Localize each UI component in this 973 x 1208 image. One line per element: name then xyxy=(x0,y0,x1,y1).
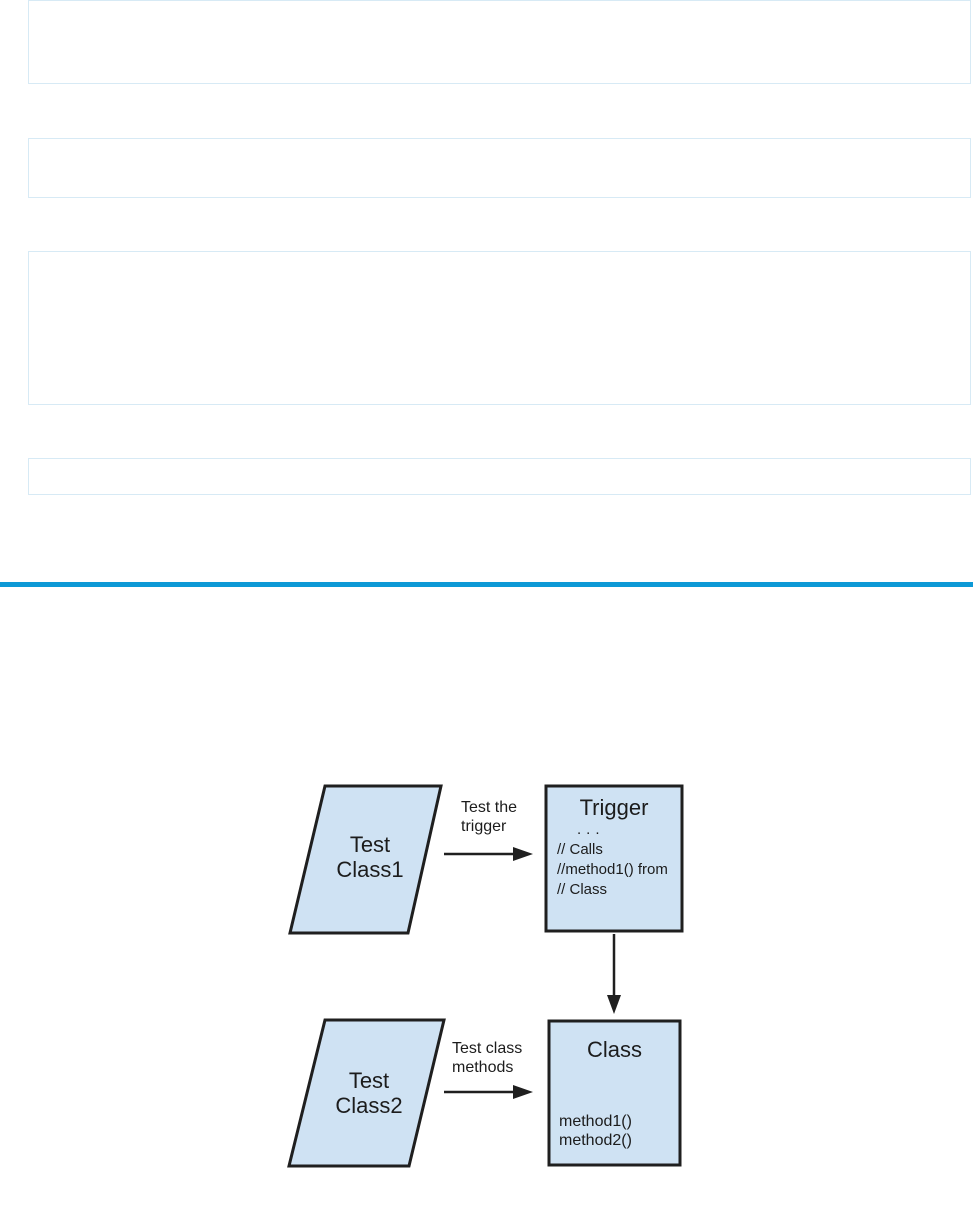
class-box-shape xyxy=(547,1019,682,1167)
trigger-box-comments: // Calls //method1() from // Class xyxy=(557,841,668,898)
test-class2-label: Test Class2 xyxy=(335,1068,403,1118)
placeholder-box-1 xyxy=(28,0,971,84)
test-class1-shape xyxy=(288,784,443,935)
arrow-testclass2-to-class-head xyxy=(513,1085,533,1099)
arrow1-label: Test the trigger xyxy=(461,799,518,835)
test-class1-label: Test Class1 xyxy=(336,832,404,882)
trigger-box-ellipsis: ... xyxy=(577,821,605,838)
section-divider xyxy=(0,582,973,587)
trigger-box-title: Trigger xyxy=(579,795,649,820)
arrow-trigger-to-class-head xyxy=(607,995,621,1014)
arrow-testclass1-to-trigger-head xyxy=(513,847,533,861)
arrow2-label: Test class methods xyxy=(452,1040,523,1076)
trigger-box-shape xyxy=(544,784,684,933)
test-class2-shape xyxy=(287,1018,446,1168)
placeholder-box-2 xyxy=(28,138,971,198)
placeholder-box-4 xyxy=(28,458,971,495)
class-box-methods: method1() method2() xyxy=(559,1113,632,1149)
class-box-title: Class xyxy=(586,1037,642,1062)
placeholder-box-3 xyxy=(28,251,971,405)
